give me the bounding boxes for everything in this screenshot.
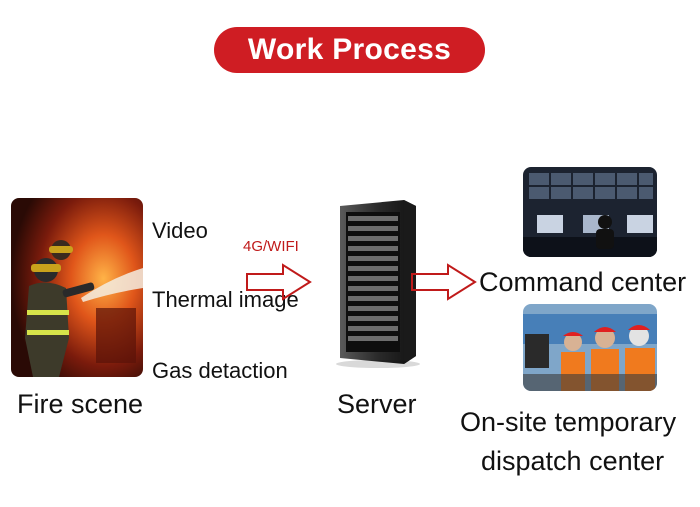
dispatch-center-image (523, 304, 657, 391)
data-type-gas-detection: Gas detaction (152, 358, 288, 383)
fire-scene-image (11, 198, 143, 377)
data-type-video: Video (152, 218, 208, 243)
command-center-label: Command center (479, 267, 687, 297)
dispatch-center-label-line1: On-site temporary (460, 407, 677, 437)
dispatch-center-label-line2: dispatch center (481, 446, 665, 476)
arrow-to-command-center-icon (411, 263, 477, 301)
fire-scene-label: Fire scene (17, 389, 144, 419)
arrow-to-server-icon (246, 263, 312, 301)
data-type-thermal-image: Thermal image (152, 287, 299, 312)
page-title: Work Process (247, 33, 452, 66)
connection-label: 4G/WIFI (243, 238, 299, 255)
server-rack-icon (336, 200, 420, 368)
title-badge: Work Process (214, 27, 485, 73)
command-center-image (523, 167, 657, 257)
server-label: Server (337, 389, 417, 419)
